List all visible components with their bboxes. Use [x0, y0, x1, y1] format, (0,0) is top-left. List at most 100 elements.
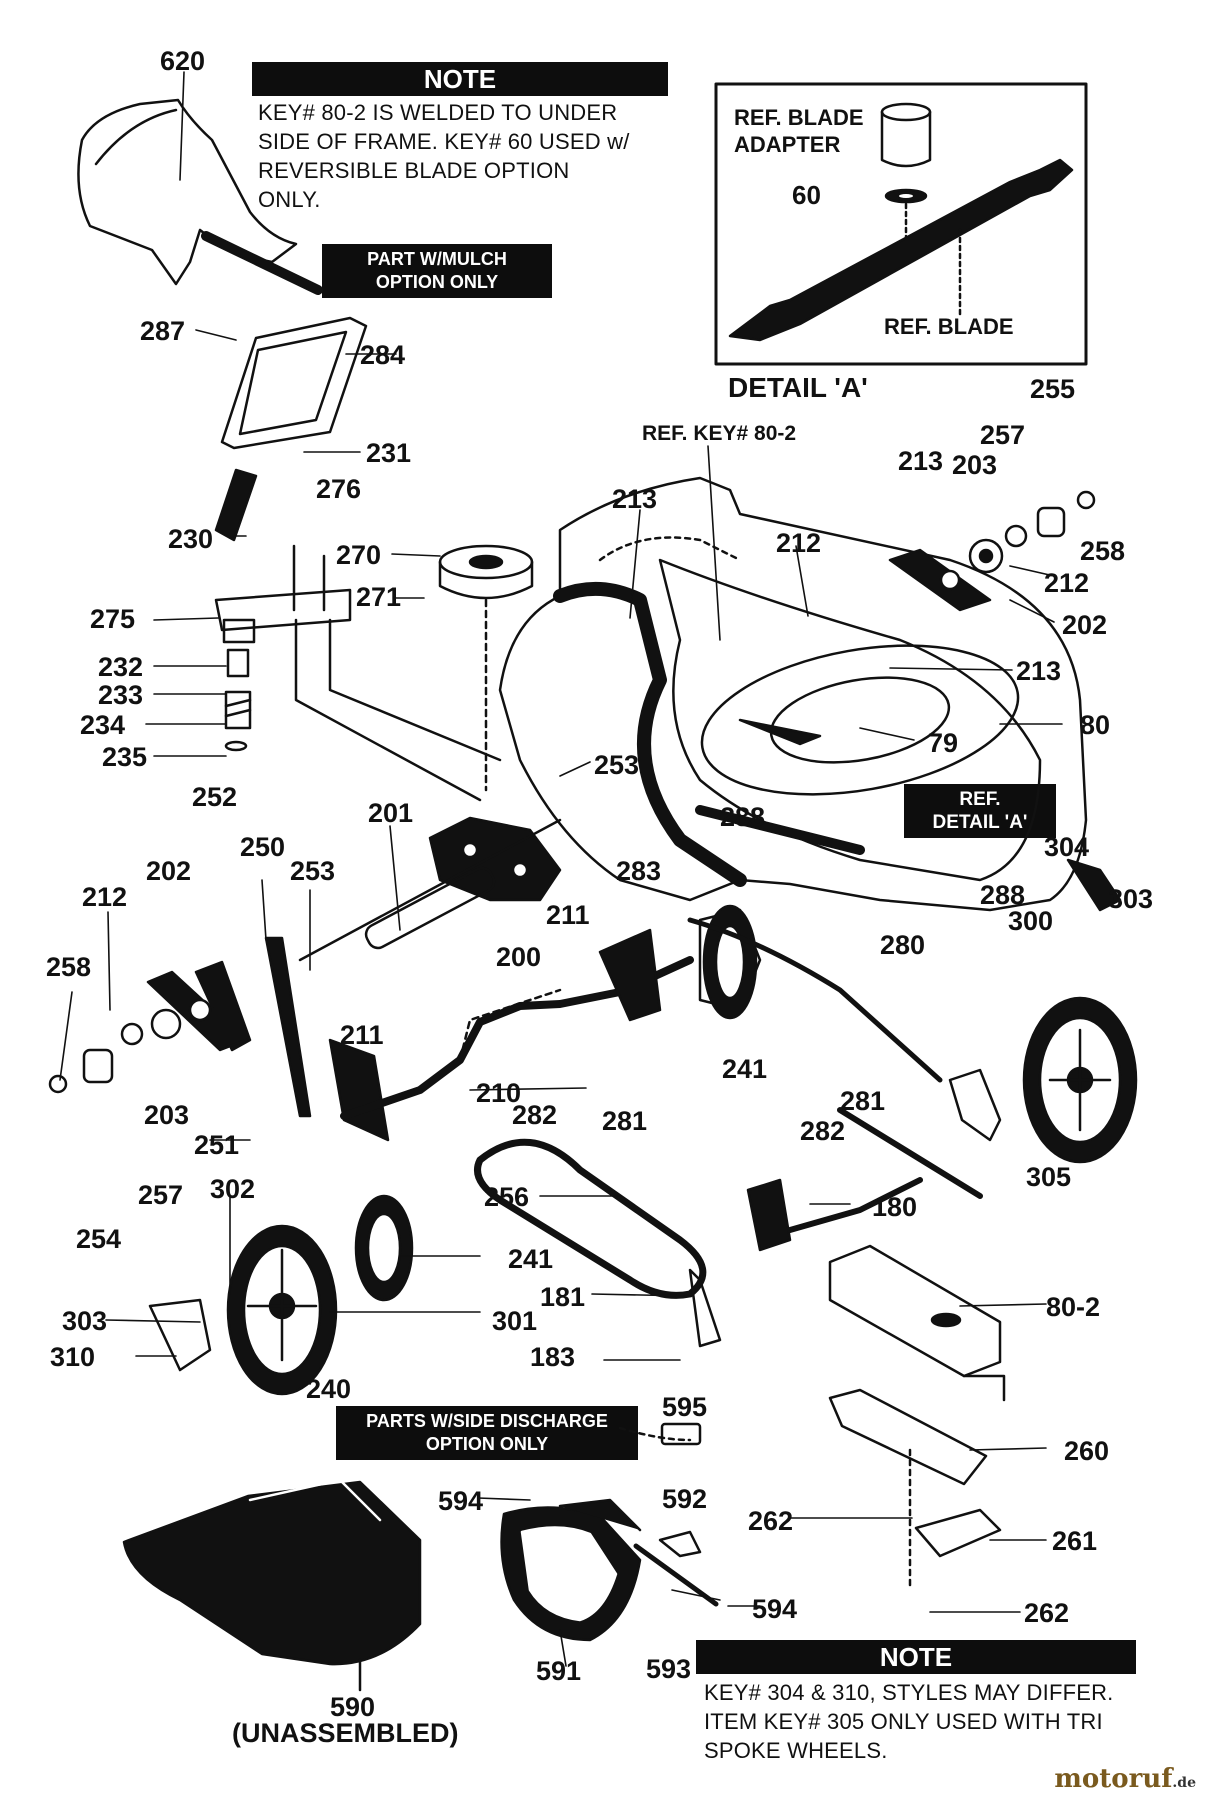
part-callout-594: 594: [438, 1486, 483, 1516]
part-callout-203: 203: [144, 1100, 189, 1130]
part-callout-276: 276: [316, 474, 361, 504]
rear-wheel-left-icon: [148, 1194, 414, 1396]
belt-guide-icon: [364, 866, 496, 950]
part-callout-241: 241: [722, 1054, 767, 1084]
part-callout-180: 180: [872, 1192, 917, 1222]
part-callout-253: 253: [594, 750, 639, 780]
part-callout-250: 250: [240, 832, 285, 862]
part-callout-262: 262: [1024, 1598, 1069, 1628]
mower-deck-icon: [498, 476, 1088, 912]
part-callout-258: 258: [46, 952, 91, 982]
part-callout-241: 241: [508, 1244, 553, 1274]
part-callout-202: 202: [146, 856, 191, 886]
part-callout-233: 233: [98, 680, 143, 710]
hinge-rod-icon: [633, 1543, 719, 1607]
part-callout-261: 261: [1052, 1526, 1097, 1556]
drive-cable-icon: [687, 917, 943, 1083]
height-adjuster-right-icon: [888, 490, 1096, 612]
detail-adapter-label: REF. BLADE: [734, 105, 864, 130]
part-callout-254: 254: [76, 1224, 121, 1254]
callout-numbers: 6202872842312762302702712752322332342352…: [46, 46, 1153, 1722]
deflector-icon: [500, 1498, 642, 1642]
part-callout-213: 213: [1016, 656, 1061, 686]
part-callout-240: 240: [306, 1374, 351, 1404]
part-callout-300: 300: [1008, 906, 1053, 936]
drive-axle-icon: [340, 956, 694, 1120]
part-callout-212: 212: [776, 528, 821, 558]
part-callout-255: 255: [1030, 374, 1075, 404]
mulch-option-label: PART W/MULCH OPTION ONLY: [322, 244, 552, 298]
part-callout-284: 284: [360, 340, 405, 370]
part-callout-212: 212: [82, 882, 127, 912]
part-callout-80-2: 80-2: [1046, 1292, 1100, 1322]
part-callout-251: 251: [194, 1130, 239, 1160]
bottom-note-line: KEY# 304 & 310, STYLES MAY DIFFER.: [704, 1680, 1114, 1705]
part-callout-281: 281: [840, 1086, 885, 1116]
part-callout-234: 234: [80, 710, 125, 740]
part-callout-288: 288: [980, 880, 1025, 910]
ref-detail-line: DETAIL 'A': [932, 812, 1028, 833]
part-callout-262: 262: [748, 1506, 793, 1536]
bottom-note-text: KEY# 304 & 310, STYLES MAY DIFFER. ITEM …: [704, 1678, 1144, 1765]
part-callout-283: 283: [616, 856, 661, 886]
side-discharge-line: PARTS W/SIDE DISCHARGE: [366, 1411, 608, 1431]
part-callout-594: 594: [752, 1594, 797, 1624]
top-note-line: SIDE OF FRAME. KEY# 60 USED w/: [258, 129, 630, 154]
top-note-line: REVERSIBLE BLADE OPTION: [258, 158, 570, 183]
detail-a-heading: DETAIL 'A': [728, 372, 868, 403]
part-callout-275: 275: [90, 604, 135, 634]
mulch-label-line: PART W/MULCH: [367, 249, 507, 269]
part-callout-303: 303: [62, 1306, 107, 1336]
part-callout-282: 282: [512, 1100, 557, 1130]
part-callout-231: 231: [366, 438, 411, 468]
part-callout-183: 183: [530, 1342, 575, 1372]
watermark-name: motoruf: [1054, 1764, 1173, 1794]
part-callout-256: 256: [484, 1182, 529, 1212]
gear-case-icon: [298, 816, 562, 962]
part-callout-305: 305: [1026, 1162, 1071, 1192]
ref-blade-icon: [728, 158, 1074, 342]
part-callout-592: 592: [662, 1484, 707, 1514]
frame-plate-icon: [828, 1244, 1006, 1402]
part-callout-271: 271: [356, 582, 401, 612]
part-callout-211: 211: [546, 900, 590, 930]
top-note-banner: NOTE: [252, 62, 668, 96]
part-callout-282: 282: [800, 1116, 845, 1146]
ref-key-label: REF. KEY# 80-2: [642, 422, 797, 445]
mulch-label-line: OPTION ONLY: [375, 272, 499, 292]
part-callout-287: 287: [140, 316, 185, 346]
part-callout-281: 281: [602, 1106, 647, 1136]
height-adjuster-left-icon: [48, 970, 248, 1094]
drive-gear-icon: [598, 904, 762, 1022]
detail-a-frame: [714, 82, 1088, 366]
discharge-chute-icon: [122, 1478, 422, 1692]
detail-part-60: 60: [792, 180, 821, 210]
part-callout-303: 303: [1108, 884, 1153, 914]
handle-grip-icon: [194, 936, 390, 1142]
pulley-icon: [438, 544, 534, 792]
detail-adapter-label: ADAPTER: [734, 132, 840, 157]
watermark-suffix: .de: [1172, 1775, 1196, 1791]
part-callout-591: 591: [536, 1656, 581, 1686]
baffle-plate-icon: [828, 1388, 988, 1486]
bottom-note-line: SPOKE WHEELS.: [704, 1738, 888, 1763]
part-callout-270: 270: [336, 540, 381, 570]
side-discharge-line: OPTION ONLY: [425, 1434, 549, 1454]
part-callout-181: 181: [540, 1282, 585, 1312]
part-callout-257: 257: [138, 1180, 183, 1210]
part-callout-257: 257: [980, 420, 1025, 450]
part-callout-310: 310: [50, 1342, 95, 1372]
part-callout-201: 201: [368, 798, 413, 828]
part-callout-203: 203: [952, 450, 997, 480]
part-callout-200: 200: [496, 942, 541, 972]
part-callout-252: 252: [192, 782, 237, 812]
part-callout-79: 79: [928, 728, 958, 758]
part-callout-260: 260: [1064, 1436, 1109, 1466]
part-callout-230: 230: [168, 524, 213, 554]
part-callout-202: 202: [1062, 610, 1107, 640]
part-callout-211: 211: [340, 1020, 384, 1050]
part-callout-258: 258: [1080, 536, 1125, 566]
part-callout-213: 213: [612, 484, 657, 514]
